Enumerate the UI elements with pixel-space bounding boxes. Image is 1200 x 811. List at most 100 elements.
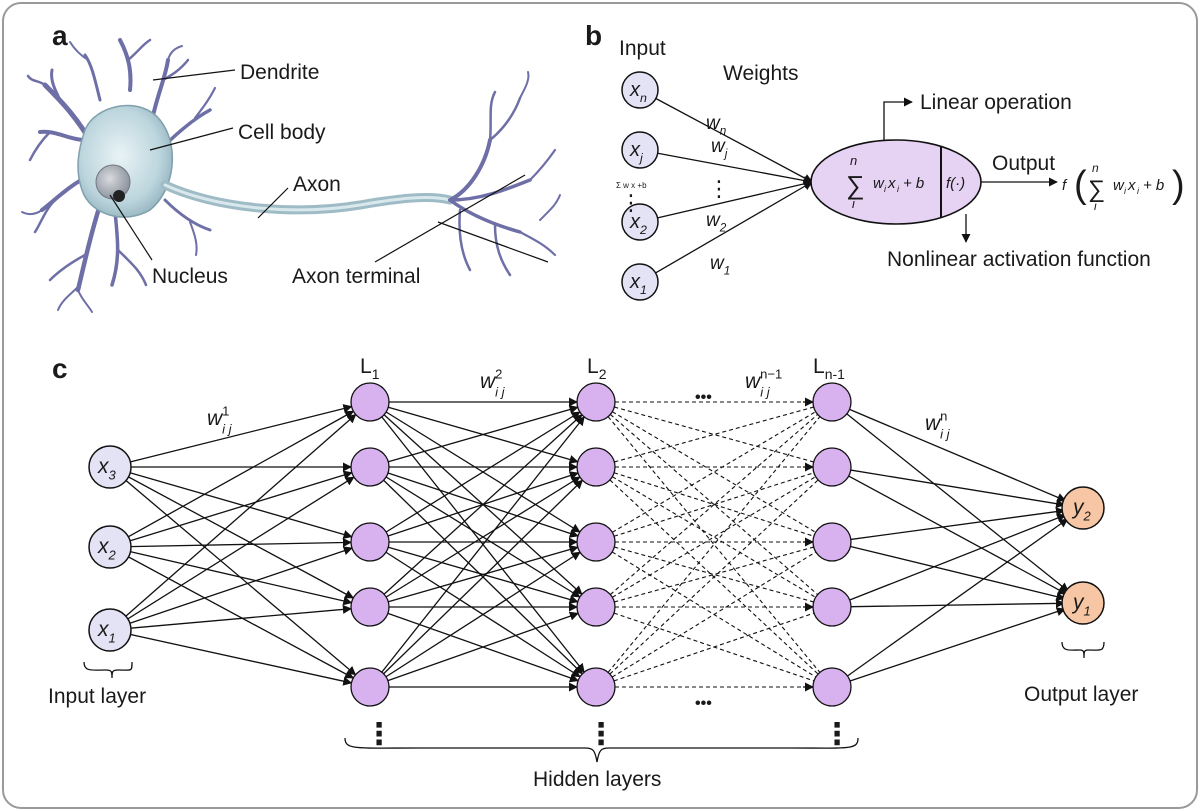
hidden-node-l1-2 bbox=[350, 522, 390, 562]
edge-in-l1-1-3 bbox=[128, 550, 353, 606]
nonlinear-label: Nonlinear activation function bbox=[887, 248, 1151, 271]
output-sum-bottom: i bbox=[1094, 199, 1097, 213]
hidden-node-l2-2 bbox=[576, 522, 616, 562]
perceptron-input-node-0 bbox=[621, 71, 659, 109]
edge-ln1-out-4-0 bbox=[847, 518, 1069, 677]
edge-ln1-out-0-0 bbox=[849, 408, 1067, 502]
linear-operation-arrow bbox=[883, 97, 913, 140]
edge-l1-l2-3-1 bbox=[385, 476, 581, 598]
edge-in-l1-2-2 bbox=[127, 546, 353, 625]
output-sum-top: n bbox=[1092, 161, 1099, 175]
edge-in-l1-2-3 bbox=[128, 604, 352, 629]
edge-ln1-out-3-0 bbox=[849, 513, 1067, 601]
hidden-node-l2-3 bbox=[576, 587, 616, 627]
input-layer-label: Input layer bbox=[48, 685, 146, 708]
edge-in-l1-0-0 bbox=[128, 404, 353, 464]
linear-operation-label: Linear operation bbox=[920, 91, 1072, 114]
edge-l1-l2-4-3 bbox=[387, 611, 579, 682]
input-node-0 bbox=[88, 445, 132, 489]
output-expr-w-sub: i bbox=[1124, 186, 1127, 196]
output-expr-tail: + b bbox=[1143, 177, 1164, 194]
edge-ln1-out-4-1 bbox=[849, 607, 1066, 682]
edge-l2-ln1-4-0 bbox=[607, 416, 821, 673]
output-node-0 bbox=[1061, 486, 1105, 530]
sum-bottom: i bbox=[852, 196, 856, 211]
l2-vdots: ⋮ bbox=[586, 718, 616, 751]
sum-expr-x-sub: i bbox=[897, 184, 900, 194]
axon-label: Axon bbox=[293, 173, 341, 196]
input-layer-brace bbox=[83, 661, 133, 679]
edge-in-l1-1-1 bbox=[127, 470, 353, 543]
cell-body-label: Cell body bbox=[238, 121, 326, 144]
edge-in-l1-1-0 bbox=[126, 410, 355, 539]
perceptron-weight-label-1: wj bbox=[711, 136, 728, 161]
nucleus bbox=[95, 164, 131, 200]
sum-top: n bbox=[850, 153, 857, 168]
hidden-node-l3-1 bbox=[812, 447, 852, 487]
perceptron-input-label-1: xj bbox=[629, 139, 644, 165]
input-heading: Input bbox=[619, 37, 666, 60]
edge-ln1-out-1-1 bbox=[848, 475, 1068, 595]
edge-l2-ln1-3-1 bbox=[612, 476, 816, 598]
sum-expr-x: x bbox=[887, 175, 896, 192]
weights-heading: Weights bbox=[723, 62, 798, 85]
edge-l1-l2-2-0 bbox=[385, 411, 581, 533]
layer-label-2: Ln-1 bbox=[813, 355, 845, 382]
hidden-node-l3-3 bbox=[812, 587, 852, 627]
perceptron-input-label-3: x1 bbox=[629, 271, 647, 297]
edge-l2-ln1-0-3 bbox=[609, 414, 819, 595]
edge-in-l1-0-3 bbox=[126, 475, 355, 599]
perceptron-input-node-3 bbox=[621, 263, 659, 301]
perceptron-edge-1 bbox=[657, 152, 813, 185]
hidden-node-l3-2 bbox=[812, 522, 852, 562]
edge-l2-ln1-0-4 bbox=[607, 416, 821, 673]
activation-function: f(·) bbox=[946, 175, 965, 192]
edge-l1-l2-1-0 bbox=[388, 405, 579, 463]
edge-l2-ln1-3-0 bbox=[609, 414, 819, 595]
input-node-label-0: x3 bbox=[97, 455, 117, 482]
edge-l2-ln1-4-3 bbox=[613, 612, 815, 682]
hidden-layers-brace bbox=[344, 737, 859, 763]
perceptron-input-vdots: ⋮ bbox=[620, 190, 642, 215]
perceptron-input-label-0: xn bbox=[629, 79, 647, 105]
hidden-node-l2-0 bbox=[576, 382, 616, 422]
axon-terminal-label: Axon terminal bbox=[292, 265, 420, 288]
layer-label-1: L2 bbox=[587, 355, 607, 382]
edge-l2-ln1-4-1 bbox=[609, 479, 819, 675]
output-paren-left: ( bbox=[1074, 164, 1087, 206]
panel-label-a: a bbox=[52, 20, 68, 51]
output-layer-label: Output layer bbox=[1024, 683, 1138, 706]
edge-ln1-out-3-1 bbox=[850, 598, 1065, 608]
output-node-label-0: y2 bbox=[1071, 496, 1092, 523]
edge-l2-ln1-4-2 bbox=[611, 551, 817, 678]
output-label: Output bbox=[992, 152, 1055, 175]
hidden-node-l2-1 bbox=[576, 447, 616, 487]
output-expr-x-sub: i bbox=[1137, 186, 1140, 196]
sum-symbol: ∑ bbox=[846, 170, 865, 200]
output-paren-right: ) bbox=[1172, 164, 1185, 206]
edge-l1-l2-4-2 bbox=[385, 551, 581, 678]
sum-expr-tail: + b bbox=[903, 175, 924, 192]
ln1-vdots: ⋮ bbox=[822, 718, 852, 751]
hidden-node-l1-0 bbox=[350, 382, 390, 422]
perceptron-weight-label-2: w2 bbox=[706, 210, 727, 235]
neuron-illustration bbox=[21, 38, 561, 313]
edge-l1-l2-4-1 bbox=[383, 479, 584, 675]
perceptron-weight-label-0: wn bbox=[706, 113, 727, 138]
edge-l1-l2-3-0 bbox=[383, 414, 583, 595]
input-node-label-2: x1 bbox=[97, 618, 116, 645]
hidden-node-l1-3 bbox=[350, 587, 390, 627]
nucleus-label: Nucleus bbox=[152, 265, 228, 288]
output-f: f bbox=[1062, 177, 1068, 194]
edge-in-l1-0-2 bbox=[128, 471, 353, 539]
top-ellipsis: ••• bbox=[695, 389, 712, 406]
edge-ln1-out-2-0 bbox=[850, 507, 1066, 541]
dendrite-label: Dendrite bbox=[240, 61, 319, 84]
perceptron-edge-0 bbox=[655, 97, 813, 183]
